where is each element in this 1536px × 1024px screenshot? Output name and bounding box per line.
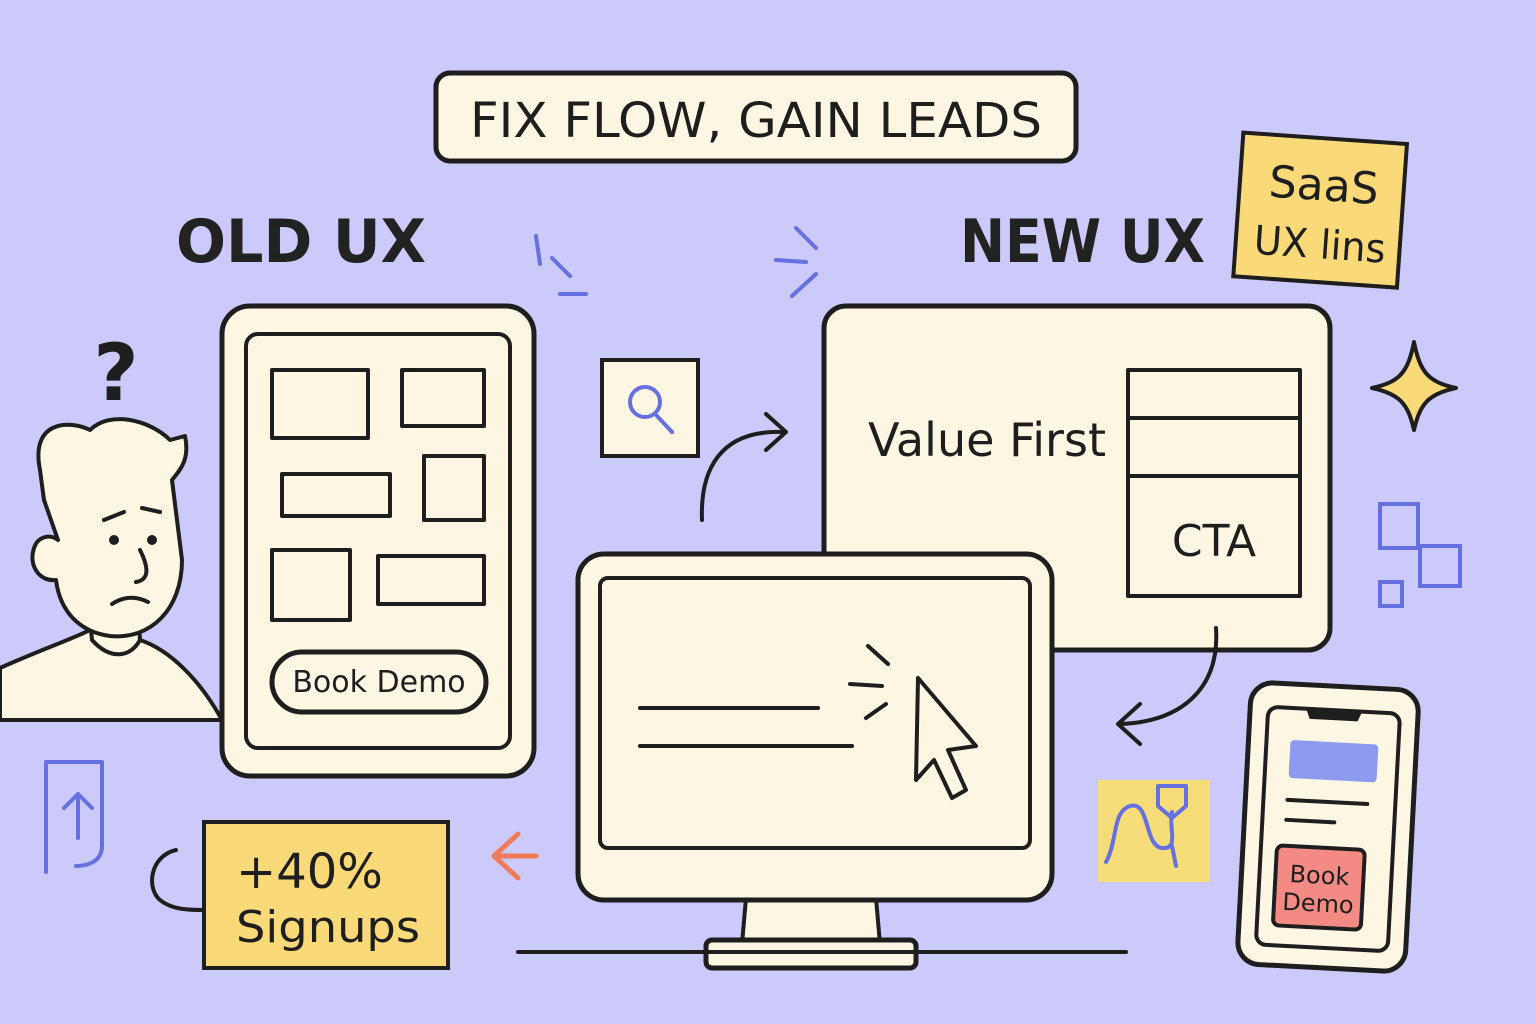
monitor — [575, 551, 1055, 971]
arrow-to-new-ux-icon — [699, 412, 788, 522]
sparkle-icon — [1370, 340, 1458, 432]
new-ux-heading: NEW UX — [960, 207, 1205, 277]
cta-label[interactable]: CTA — [1172, 516, 1256, 567]
sticky-note-saas: SaaS UX lins — [1231, 130, 1410, 290]
mobile-book-demo-button[interactable]: Book Demo — [1271, 843, 1367, 932]
mobile-cta-line1: Book — [1289, 860, 1350, 891]
value-first-text: Value First — [868, 413, 1106, 467]
book-demo-label: Book Demo — [292, 665, 465, 700]
squares-icon — [1378, 502, 1462, 608]
upload-doc-icon — [44, 760, 104, 874]
stat-note: +40% Signups — [202, 820, 450, 970]
stat-value: +40% — [236, 844, 383, 900]
book-demo-button[interactable]: Book Demo — [269, 649, 489, 715]
stat-connector-icon — [150, 848, 206, 912]
mobile-phone: Book Demo — [1235, 680, 1421, 974]
flow-path-icon — [1098, 780, 1210, 882]
title-text: FIX FLOW, GAIN LEADS — [470, 93, 1042, 149]
sparkle-lines-right-icon — [774, 226, 818, 298]
old-ux-tablet: Book Demo — [219, 303, 537, 779]
sparkle-lines-left-icon — [534, 234, 588, 296]
title-banner: FIX FLOW, GAIN LEADS — [433, 70, 1079, 164]
confused-user-icon — [0, 417, 226, 722]
orange-arrow-icon — [491, 831, 539, 881]
mobile-cta-line2: Demo — [1282, 888, 1355, 920]
search-icon — [600, 358, 700, 458]
cursor-icon — [848, 644, 978, 800]
arrow-to-mobile-icon — [1116, 626, 1219, 746]
sticky-note-line1: SaaS — [1267, 157, 1380, 216]
stat-label: Signups — [236, 902, 420, 953]
question-icon: ? — [93, 329, 138, 419]
old-ux-heading: OLD UX — [176, 207, 426, 277]
sticky-note-line2: UX lins — [1252, 218, 1387, 273]
